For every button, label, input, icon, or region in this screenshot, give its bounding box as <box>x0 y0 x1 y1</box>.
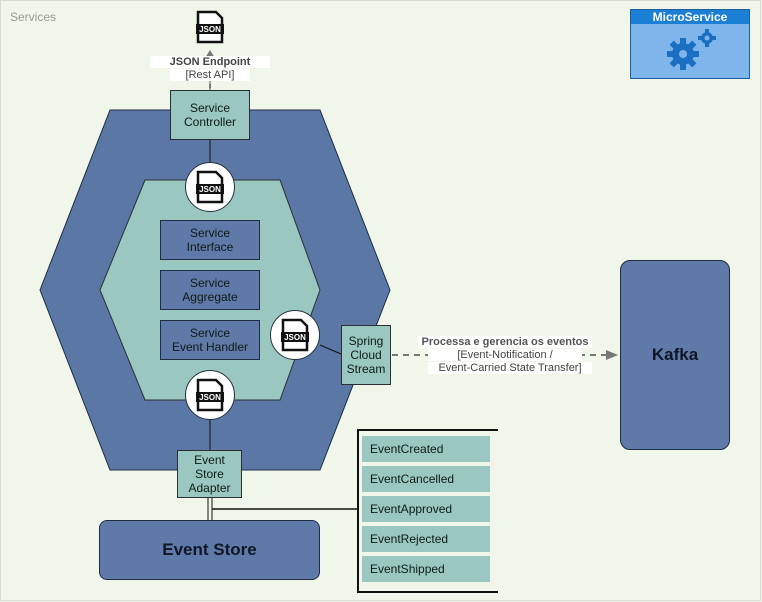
flow-title: Processa e gerencia os eventos <box>418 336 592 348</box>
service-controller-box: Service Controller <box>170 90 250 140</box>
list-item: EventCancelled <box>362 466 490 494</box>
gears-icon <box>667 29 716 70</box>
flow-line2: Event-Carried State Transfer] <box>428 362 592 374</box>
json-file-icon: JSON <box>196 170 224 204</box>
events-bracket <box>357 429 498 593</box>
kafka-arrowhead <box>606 350 618 360</box>
list-item: EventShipped <box>362 556 490 584</box>
kafka-box: Kafka <box>620 260 730 450</box>
json-badge-top: JSON <box>185 162 235 212</box>
event-store-box: Event Store <box>99 520 320 580</box>
service-aggregate-box: Service Aggregate <box>160 270 260 310</box>
flow-line1: [Event-Notification / <box>428 349 582 361</box>
json-file-icon: JSON <box>196 378 224 412</box>
json-badge-right: JSON <box>270 310 320 360</box>
json-badge-label: JSON <box>199 393 221 402</box>
legend-microservice: MicroService <box>630 9 750 79</box>
container-label: Services <box>10 10 57 24</box>
spring-cloud-stream-box: Spring Cloud Stream <box>341 325 391 385</box>
service-event-handler-box: Service Event Handler <box>160 320 260 360</box>
event-store-adapter-box: Event Store Adapter <box>177 450 242 498</box>
list-item: EventCreated <box>362 436 490 464</box>
json-file-icon: JSON <box>281 318 309 352</box>
json-stream-connector <box>319 344 342 355</box>
endpoint-subtitle: [Rest API] <box>170 69 250 81</box>
list-item: EventApproved <box>362 496 490 524</box>
service-interface-box: Service Interface <box>160 220 260 260</box>
json-badge-bottom: JSON <box>185 370 235 420</box>
json-file-icon: JSON <box>196 10 224 44</box>
svg-text:JSON: JSON <box>199 25 221 34</box>
legend-title: MicroService <box>631 10 749 24</box>
list-item: EventRejected <box>362 526 490 554</box>
json-badge-label: JSON <box>199 185 221 194</box>
json-badge-label: JSON <box>284 333 306 342</box>
endpoint-title: JSON Endpoint <box>150 56 270 68</box>
